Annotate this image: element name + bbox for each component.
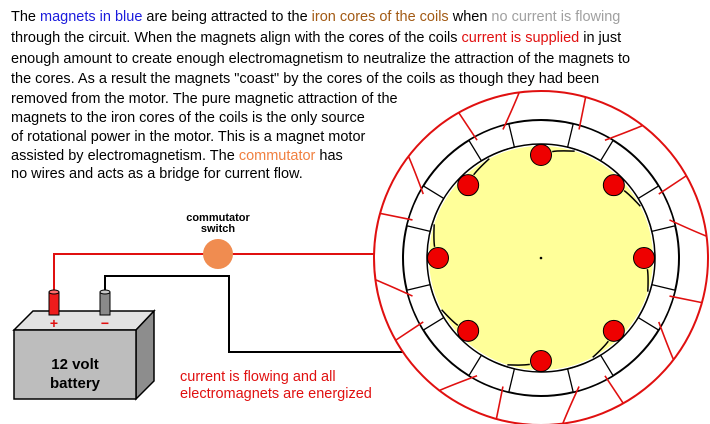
coil-lead-red	[407, 156, 424, 195]
coil-wires	[375, 92, 707, 424]
text-segment: when	[448, 9, 492, 25]
description-line-6: magnets to the iron cores of the coils i…	[11, 110, 365, 126]
battery-label-line-2: battery	[49, 375, 101, 392]
text-segment: The	[11, 9, 41, 25]
battery-label: 12 volt battery	[14, 355, 136, 393]
coil-winding	[646, 269, 649, 292]
positive-terminal-cap	[48, 289, 60, 295]
coil-lead-red	[458, 112, 478, 141]
description-line-4: the cores. As a result the magnets "coas…	[11, 71, 600, 87]
text-segment: through the circuit. When the magnets al…	[11, 30, 462, 46]
coil-lead-red	[375, 279, 413, 297]
battery-front	[13, 329, 137, 400]
positive-terminal	[48, 291, 60, 316]
coil-lead-red	[395, 321, 424, 341]
negative-terminal	[99, 291, 111, 316]
coil-lead-red	[658, 321, 675, 360]
coil-winding	[507, 363, 530, 366]
commutator-label-line-1: commutator	[186, 212, 250, 224]
description-line-5: removed from the motor. The pure magneti…	[11, 91, 398, 107]
commutator-label: commutator switch	[168, 213, 268, 235]
coil-winding	[441, 309, 459, 326]
rotor-magnet	[602, 319, 625, 342]
coil-lead-red	[379, 212, 413, 221]
coil-lead-red	[604, 124, 643, 141]
commutator-switch[interactable]	[203, 239, 233, 269]
description-line-9: no wires and acts as a bridge for curren…	[11, 166, 303, 182]
battery-label-line-1: 12 volt	[51, 356, 99, 373]
description-line-2: through the circuit. When the magnets al…	[11, 30, 621, 47]
rotor-magnet	[457, 319, 480, 342]
coil-winding	[433, 224, 436, 247]
coil-lead-red	[495, 386, 504, 420]
current-status-line-1: current is flowing and all	[180, 369, 336, 385]
coil-lead-red	[658, 175, 687, 195]
coil-lead-red	[669, 219, 707, 237]
commutator-label-line-2: switch	[200, 223, 236, 235]
description-line-3: enough amount to create enough electroma…	[11, 51, 631, 67]
rotor-magnet	[530, 144, 552, 166]
coil-lead-red	[502, 92, 520, 130]
coil-lead-red	[578, 96, 587, 130]
description-line-1: The magnets in blue are being attracted …	[11, 9, 620, 26]
description-line-7: of rotational power in the motor. This i…	[11, 129, 366, 145]
text-segment: are being attracted to the	[142, 9, 312, 25]
coil-lead-red	[604, 375, 624, 404]
current-status-line-2: electromagnets are energized	[180, 386, 372, 402]
rotor-magnet	[633, 247, 655, 269]
commutator-text: commutator	[238, 148, 316, 164]
positive-wire	[53, 253, 395, 292]
motor	[373, 90, 709, 424]
coil-winding	[473, 158, 490, 176]
negative-terminal-cap	[99, 289, 111, 295]
coil-lead-red	[669, 295, 703, 304]
coil-winding	[552, 150, 575, 153]
rotor-magnet	[457, 174, 480, 197]
rotor-magnet	[530, 350, 552, 372]
rotor-magnets	[427, 144, 655, 372]
current-status-text: current is flowing and all electromagnet…	[180, 369, 372, 403]
text-segment: in just	[579, 30, 622, 46]
rotor-magnet	[427, 247, 449, 269]
coil-lead-red	[439, 375, 478, 392]
rotor-center-dot	[539, 256, 543, 260]
coil-winding	[592, 340, 609, 358]
battery-top	[12, 310, 156, 331]
rotor-magnet	[602, 174, 625, 197]
coil-lead-red	[562, 386, 580, 424]
no-current-text: no current is flowing	[491, 9, 621, 25]
iron-cores-text: iron cores of the coils	[311, 9, 449, 25]
description-line-8: assisted by electromagnetism. The commut…	[11, 148, 343, 165]
negative-symbol: −	[101, 315, 109, 331]
coil-winding	[623, 190, 641, 207]
magnets-in-blue-text: magnets in blue	[40, 9, 143, 25]
positive-symbol: +	[50, 315, 58, 331]
text-segment: assisted by electromagnetism. The	[11, 148, 239, 164]
text-segment: has	[315, 148, 343, 164]
current-supplied-text: current is supplied	[461, 30, 580, 46]
